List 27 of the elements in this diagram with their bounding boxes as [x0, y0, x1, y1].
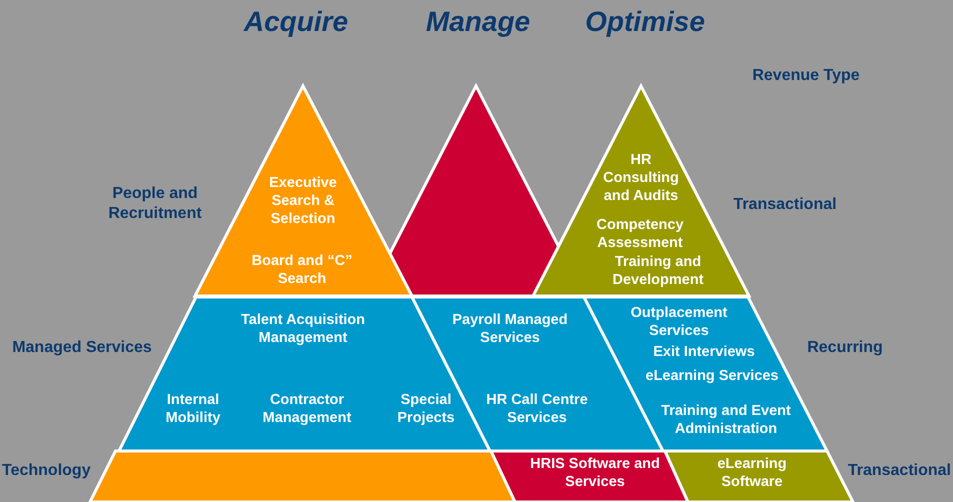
section-label: Payroll Managed Services	[451, 311, 569, 347]
section-label: HRIS Software and Services	[529, 455, 661, 491]
column-heading: Acquire	[244, 6, 348, 38]
section-label: Internal Mobility	[164, 391, 222, 427]
section-label: Training and Event Administration	[660, 402, 792, 438]
column-heading: Manage	[426, 6, 530, 38]
section-label: Special Projects	[396, 391, 456, 427]
category-label: Recurring	[807, 338, 883, 358]
section-label: eLearning Services	[644, 367, 780, 385]
category-label: Transactional	[848, 461, 951, 481]
category-label: Revenue Type	[752, 66, 860, 86]
column-heading: Optimise	[585, 6, 705, 38]
section-label: Training and Development	[611, 253, 705, 289]
section-label: Outplacement Services	[630, 304, 728, 340]
section-label: Talent Acquisition Management	[240, 311, 366, 347]
section-label: Exit Interviews	[652, 343, 756, 361]
section-label: Board and “C” Search	[250, 252, 354, 288]
section-label: HR Consulting and Audits	[602, 151, 680, 205]
section-label: HR Call Centre Services	[485, 391, 589, 427]
category-label: Transactional	[733, 195, 837, 215]
category-label: Technology	[2, 461, 91, 481]
section-label: eLearning Software	[716, 455, 788, 491]
section-label: Competency Assessment	[595, 216, 685, 252]
section-label: Executive Search & Selection	[268, 174, 338, 228]
section-label: Contractor Management	[262, 391, 352, 427]
category-label: Managed Services	[12, 338, 152, 358]
category-label: People and Recruitment	[107, 184, 203, 224]
